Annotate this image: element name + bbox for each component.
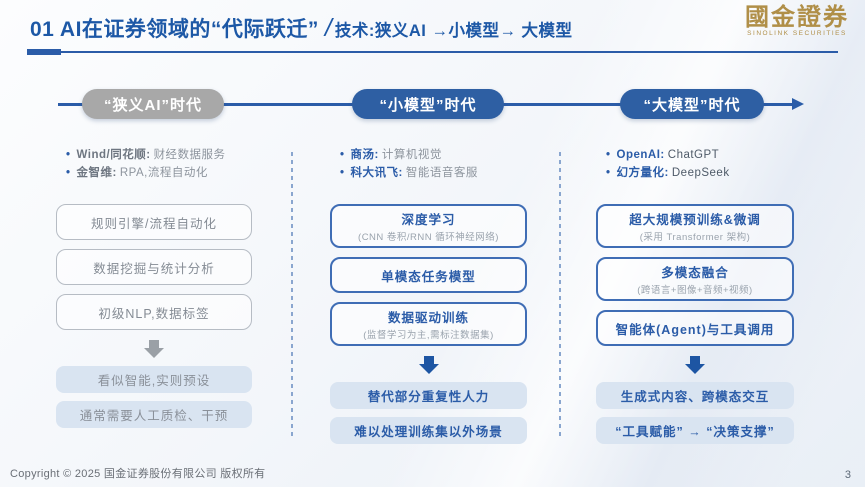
company-name: Wind/同花顺: — [76, 149, 151, 161]
feature-box: 规则引擎/流程自动化 — [56, 204, 252, 240]
copyright-text: Copyright © 2025 国金证券股份有限公司 版权所有 — [10, 468, 266, 480]
bullet-dot-icon — [606, 164, 611, 182]
list-item: 商汤: 计算机视觉 — [340, 146, 527, 164]
feature-box: 初级NLP,数据标签 — [56, 294, 252, 330]
column-large-model: OpenAI: ChatGPT 幻方量化: DeepSeek 超大规模预训练&微… — [596, 146, 794, 452]
page-subtitle: 技术:狭义AI →小模型→ 大模型 — [334, 22, 573, 40]
feature-box: 单模态任务模型 — [330, 257, 527, 293]
down-arrow-icon — [418, 356, 439, 374]
bullet-dot-icon — [606, 146, 611, 164]
down-arrow-icon — [685, 356, 705, 374]
logo-subtext: SINOLINK SECURITIES — [747, 30, 847, 37]
bullet-dot-icon — [340, 146, 345, 164]
bullet-dot-icon — [340, 164, 345, 182]
feature-title: 多模态融合 — [661, 266, 729, 280]
company-desc: RPA,流程自动化 — [119, 167, 208, 180]
feature-title: 数据挖掘与统计分析 — [93, 261, 215, 276]
feature-box: 数据挖掘与统计分析 — [56, 249, 252, 285]
company-desc: 智能语音客服 — [405, 167, 478, 180]
feature-subtitle: (监督学习为主,需标注数据集) — [363, 330, 494, 341]
arrow-head — [685, 364, 705, 374]
feature-title: 数据驱动训练 — [387, 311, 469, 325]
arrow-stem — [423, 356, 434, 364]
company-name: 商汤: — [350, 149, 379, 161]
title-divider: / — [324, 14, 332, 42]
feature-subtitle: (CNN 卷积/RNN 循环神经网络) — [358, 232, 499, 243]
feature-box: 深度学习 (CNN 卷积/RNN 循环神经网络) — [330, 204, 527, 248]
example-list: 商汤: 计算机视觉 科大讯飞: 智能语音客服 — [340, 146, 527, 204]
era-pill-narrow-ai: “狭义AI”时代 — [82, 89, 224, 119]
feature-box: 数据驱动训练 (监督学习为主,需标注数据集) — [330, 302, 527, 346]
feature-title: 规则引擎/流程自动化 — [91, 216, 217, 231]
bullet-dot-icon — [66, 164, 71, 182]
feature-subtitle: (采用 Transformer 架构) — [639, 232, 751, 243]
list-item: 幻方量化: DeepSeek — [606, 164, 794, 182]
list-item: Wind/同花顺: 财经数据服务 — [66, 146, 252, 164]
arrow-stem — [690, 356, 700, 364]
arrow-head — [418, 364, 439, 374]
list-item: OpenAI: ChatGPT — [606, 146, 794, 164]
title-underline — [27, 51, 838, 53]
company-desc: 财经数据服务 — [153, 149, 226, 161]
company-desc: DeepSeek — [671, 167, 730, 180]
company-name: OpenAI: — [616, 149, 665, 161]
column-divider-2 — [559, 152, 561, 440]
feature-box: 智能体(Agent)与工具调用 — [596, 310, 794, 346]
result-box: “工具赋能” → “决策支撑” — [596, 417, 794, 444]
result-box: 难以处理训练集以外场景 — [330, 417, 527, 444]
slide-header: 01 AI在证券领域的“代际跃迁” / 技术:狭义AI →小模型→ 大模型 — [30, 13, 715, 43]
era-pill-small-model: “小模型”时代 — [352, 89, 504, 119]
feature-box: 多模态融合 (跨语言+图像+音频+视频) — [596, 257, 794, 301]
feature-box: 超大规模预训练&微调 (采用 Transformer 架构) — [596, 204, 794, 248]
company-name: 科大讯飞: — [350, 167, 403, 180]
page-title: 01 AI在证券领域的“代际跃迁” — [30, 18, 319, 41]
arrow-head — [144, 348, 164, 358]
column-divider-1 — [291, 152, 293, 440]
column-narrow-ai: Wind/同花顺: 财经数据服务 金智维: RPA,流程自动化 规则引擎/流程自… — [56, 146, 252, 436]
feature-title: 单模态任务模型 — [381, 269, 476, 284]
example-list: Wind/同花顺: 财经数据服务 金智维: RPA,流程自动化 — [66, 146, 252, 204]
result-box: 看似智能,实则预设 — [56, 366, 252, 393]
company-logo: 國金證券 SINOLINK SECURITIES — [745, 5, 849, 38]
down-arrow-icon — [144, 340, 164, 358]
feature-title: 初级NLP,数据标签 — [98, 306, 210, 321]
result-box: 通常需要人工质检、干预 — [56, 401, 252, 428]
feature-subtitle: (跨语言+图像+音频+视频) — [637, 285, 753, 296]
bullet-dot-icon — [66, 146, 71, 164]
era-pill-large-model: “大模型”时代 — [620, 89, 764, 119]
logo-text: 國金證券 — [745, 2, 849, 31]
result-box: 生成式内容、跨模态交互 — [596, 382, 794, 409]
result-box: 替代部分重复性人力 — [330, 382, 527, 409]
company-name: 金智维: — [76, 167, 117, 180]
column-small-model: 商汤: 计算机视觉 科大讯飞: 智能语音客服 深度学习 (CNN 卷积/RNN … — [330, 146, 527, 452]
company-name: 幻方量化: — [616, 167, 669, 180]
arrow-stem — [149, 340, 159, 348]
feature-title: 智能体(Agent)与工具调用 — [615, 322, 775, 337]
list-item: 科大讯飞: 智能语音客服 — [340, 164, 527, 182]
page-number: 3 — [844, 469, 851, 481]
list-item: 金智维: RPA,流程自动化 — [66, 164, 252, 182]
feature-title: 超大规模预训练&微调 — [629, 213, 761, 227]
feature-title: 深度学习 — [401, 213, 456, 227]
timeline-arrowhead-icon — [792, 98, 804, 110]
company-desc: 计算机视觉 — [381, 149, 442, 161]
example-list: OpenAI: ChatGPT 幻方量化: DeepSeek — [606, 146, 794, 204]
company-desc: ChatGPT — [667, 149, 720, 161]
